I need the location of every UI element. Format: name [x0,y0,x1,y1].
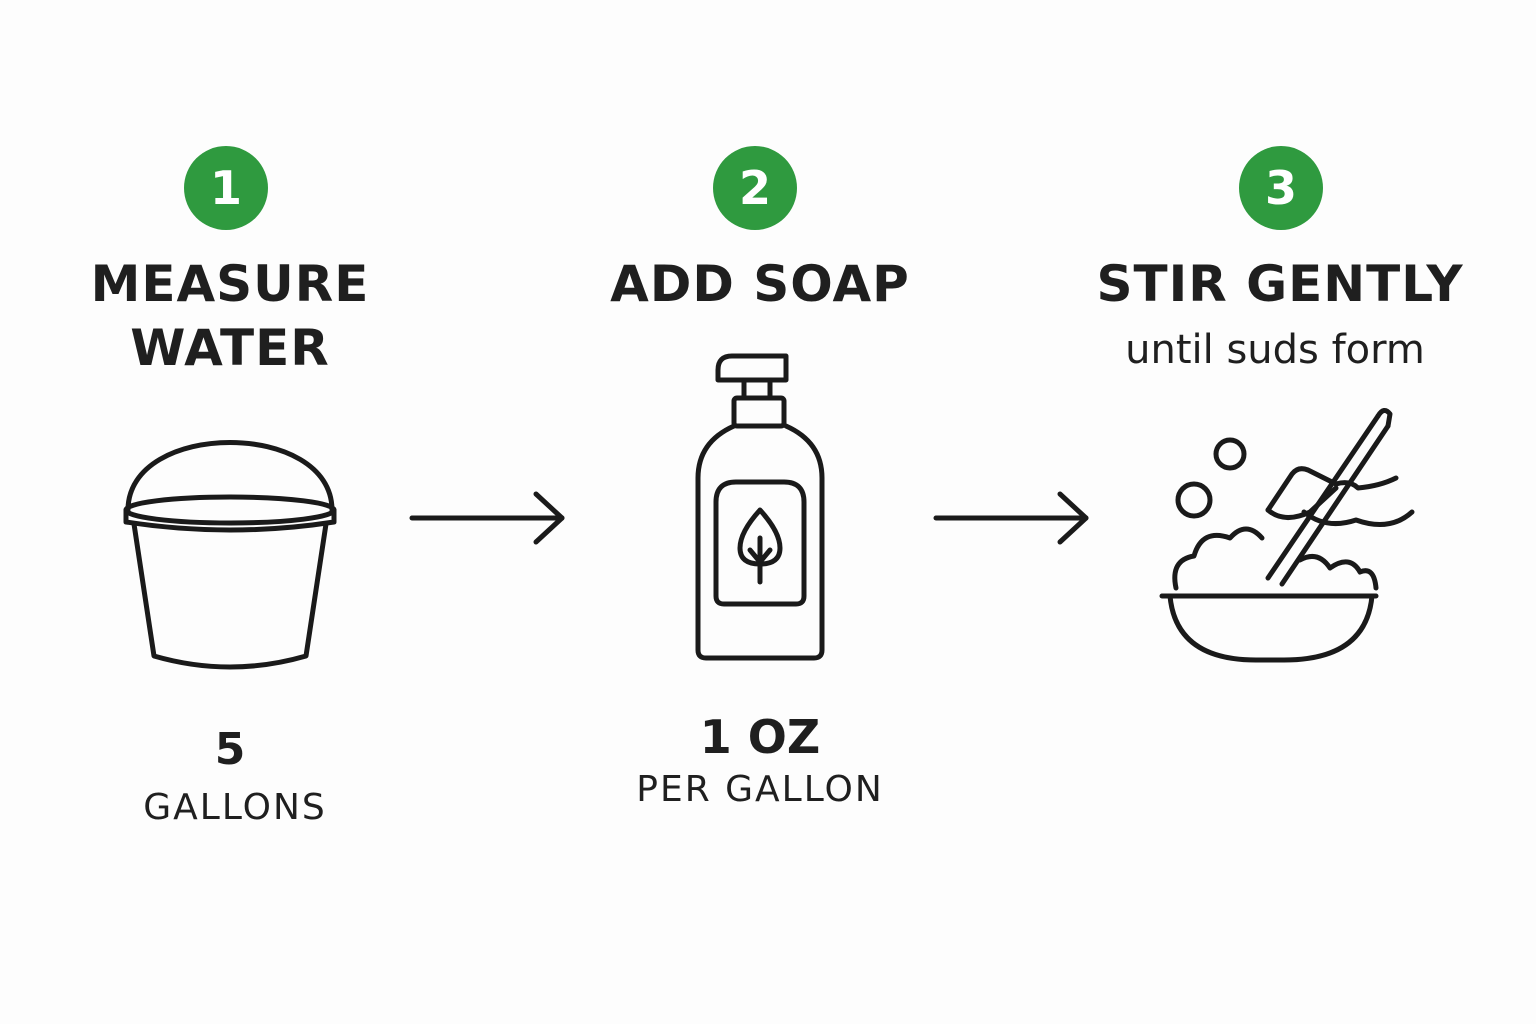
soap-dispenser-icon [695,353,825,661]
stirring-bowl-icon [1159,408,1415,663]
step-1-amount: 5 [214,724,246,775]
arrow-right-icon [409,491,565,545]
bucket-icon [123,440,337,670]
step-1-badge: 1 [184,146,268,230]
arrow-right-icon [933,491,1089,545]
step-2-title: ADD SOAP [610,255,910,313]
step-2-badge: 2 [713,146,797,230]
step-3-badge: 3 [1239,146,1323,230]
step-1-title-line1: MEASURE [90,255,370,313]
step-2-amount: 1 OZ [699,710,821,764]
step-3-title: STIR GENTLY [1096,255,1464,313]
step-1-unit: GALLONS [143,787,327,828]
step-2-unit: PER GALLON [636,769,884,810]
step-1-title-line2: WATER [130,319,330,377]
step-3-subtitle: until suds form [1125,327,1425,373]
